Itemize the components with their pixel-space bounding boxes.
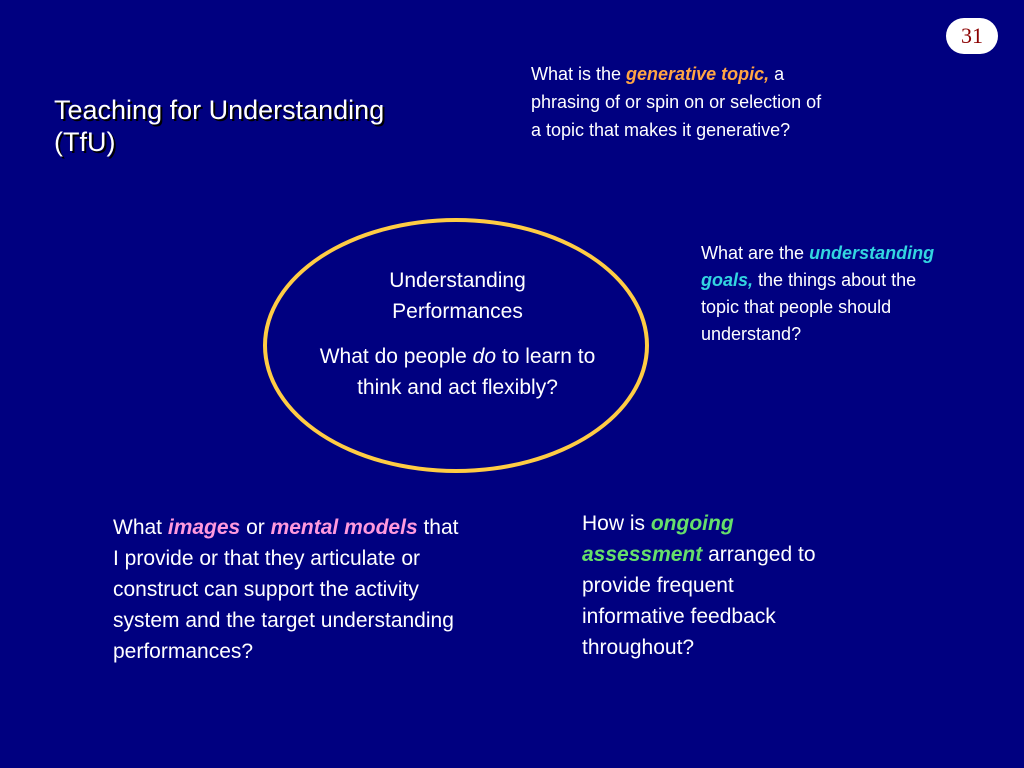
center-ellipse (263, 218, 649, 473)
slide-title: Teaching for Understanding (TfU) (54, 94, 384, 158)
images-text-after: that I provide or that they articulate o… (113, 516, 459, 663)
center-question-after: to learn to think and act flexibly? (357, 345, 596, 399)
images-term: images (167, 516, 241, 539)
generative-topic-question: What is the generative topic, a phrasing… (531, 60, 831, 144)
generative-text-before: What is the (531, 64, 627, 84)
center-question-before: What do people (319, 345, 473, 368)
images-text-middle: or (240, 516, 271, 539)
assessment-text-before: How is (582, 512, 651, 535)
center-question: What do people do to learn to think and … (310, 341, 605, 403)
understanding-goals-question: What are the understanding goals, the th… (701, 240, 951, 348)
generative-text-after: a phrasing of or spin on or selection of… (531, 64, 822, 140)
title-line-2: (TfU) (54, 127, 116, 157)
slide-number-badge: 31 (946, 18, 998, 54)
understanding-goals-term: understanding goals, (701, 243, 935, 290)
images-mental-models-question: What images or mental models that I prov… (113, 512, 463, 667)
center-question-emphasis: do (472, 345, 497, 368)
goals-text-before: What are the (701, 243, 810, 263)
ongoing-assessment-question: How is ongoing assessment arranged to pr… (582, 508, 842, 663)
goals-text-after: the things about the topic that people s… (701, 270, 917, 344)
assessment-text-after: arranged to provide frequent informative… (582, 543, 816, 659)
images-text-before: What (113, 516, 168, 539)
generative-topic-term: generative topic, (626, 64, 770, 84)
slide-number: 31 (961, 23, 983, 48)
ongoing-assessment-term: ongoing assessment (582, 512, 734, 566)
center-heading-line-2: Performances (392, 300, 523, 323)
center-heading: Understanding Performances (310, 265, 605, 327)
mental-models-term: mental models (270, 516, 418, 539)
understanding-performances-box: Understanding Performances What do peopl… (310, 265, 605, 403)
title-line-1: Teaching for Understanding (54, 95, 385, 125)
center-heading-line-1: Understanding (389, 269, 526, 292)
